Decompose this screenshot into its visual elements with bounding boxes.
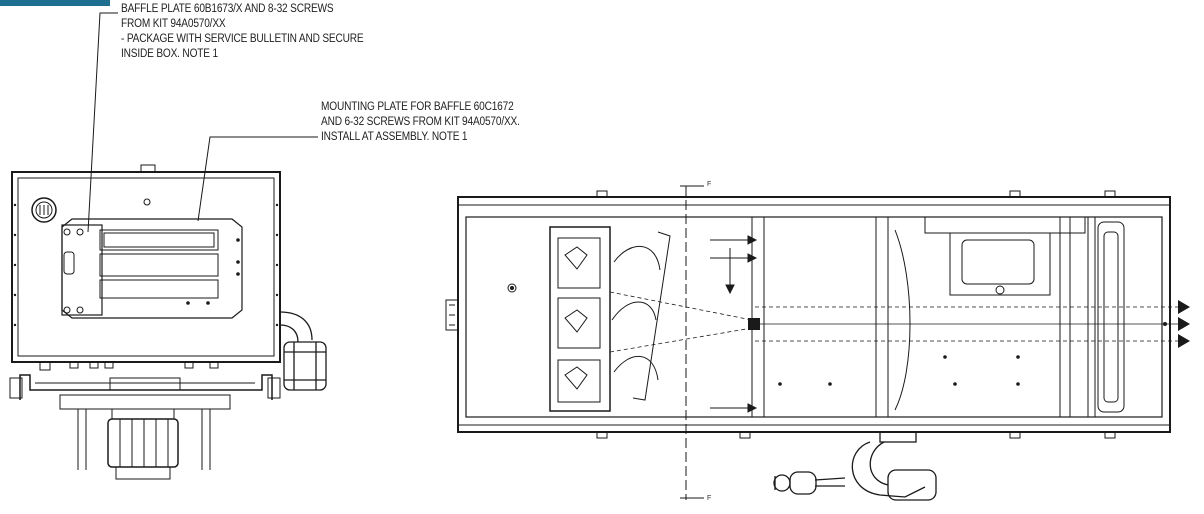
callout-line: MOUNTING PLATE FOR BAFFLE 60C1672	[321, 101, 514, 113]
leader-lines	[87, 12, 318, 233]
elbow-fitting	[279, 311, 327, 391]
end-view	[9, 164, 327, 480]
callout-line: BAFFLE PLATE 60B1673/X AND 8-32 SCREWS	[121, 3, 334, 15]
callout-line: AND 6-32 SCREWS FROM KIT 94A0570/XX.	[321, 116, 520, 128]
conduit-fitting	[77, 408, 211, 480]
figure-title-bar	[0, 0, 110, 6]
section-marker-bottom: F	[707, 495, 711, 502]
mounting-plate-callout: MOUNTING PLATE FOR BAFFLE 60C1672 AND 6-…	[321, 100, 520, 145]
fan-module	[549, 226, 611, 412]
bottom-fittings	[39, 361, 219, 371]
end-module	[1097, 221, 1125, 413]
mounting-plate	[61, 218, 243, 319]
rivet-row	[13, 203, 279, 327]
top-view	[445, 185, 1190, 501]
bottom-elbow-fitting	[773, 431, 937, 501]
screw-icon	[143, 198, 151, 206]
airflow-lines	[609, 291, 1178, 353]
end-connector	[445, 299, 459, 331]
frame-tabs	[596, 190, 1116, 439]
connector-icon	[31, 197, 57, 223]
partitions	[751, 216, 1096, 418]
section-marker-top: F	[707, 181, 711, 188]
callout-line: INSIDE BOX. NOTE 1	[121, 48, 218, 60]
mounting-bracket	[9, 374, 281, 410]
mounted-component	[924, 216, 1086, 296]
louver-arcs	[611, 231, 671, 401]
callout-line: - PACKAGE WITH SERVICE BULLETIN AND SECU…	[121, 33, 364, 45]
baffle-plate	[61, 224, 103, 316]
screw-icon	[507, 283, 517, 293]
outlet-arrow-icons	[1178, 300, 1190, 348]
baffle-plate-callout: BAFFLE PLATE 60B1673/X AND 8-32 SCREWS F…	[121, 2, 364, 62]
callout-line: INSTALL AT ASSEMBLY. NOTE 1	[321, 131, 468, 143]
callout-line: FROM KIT 94A0570/XX	[121, 18, 226, 30]
